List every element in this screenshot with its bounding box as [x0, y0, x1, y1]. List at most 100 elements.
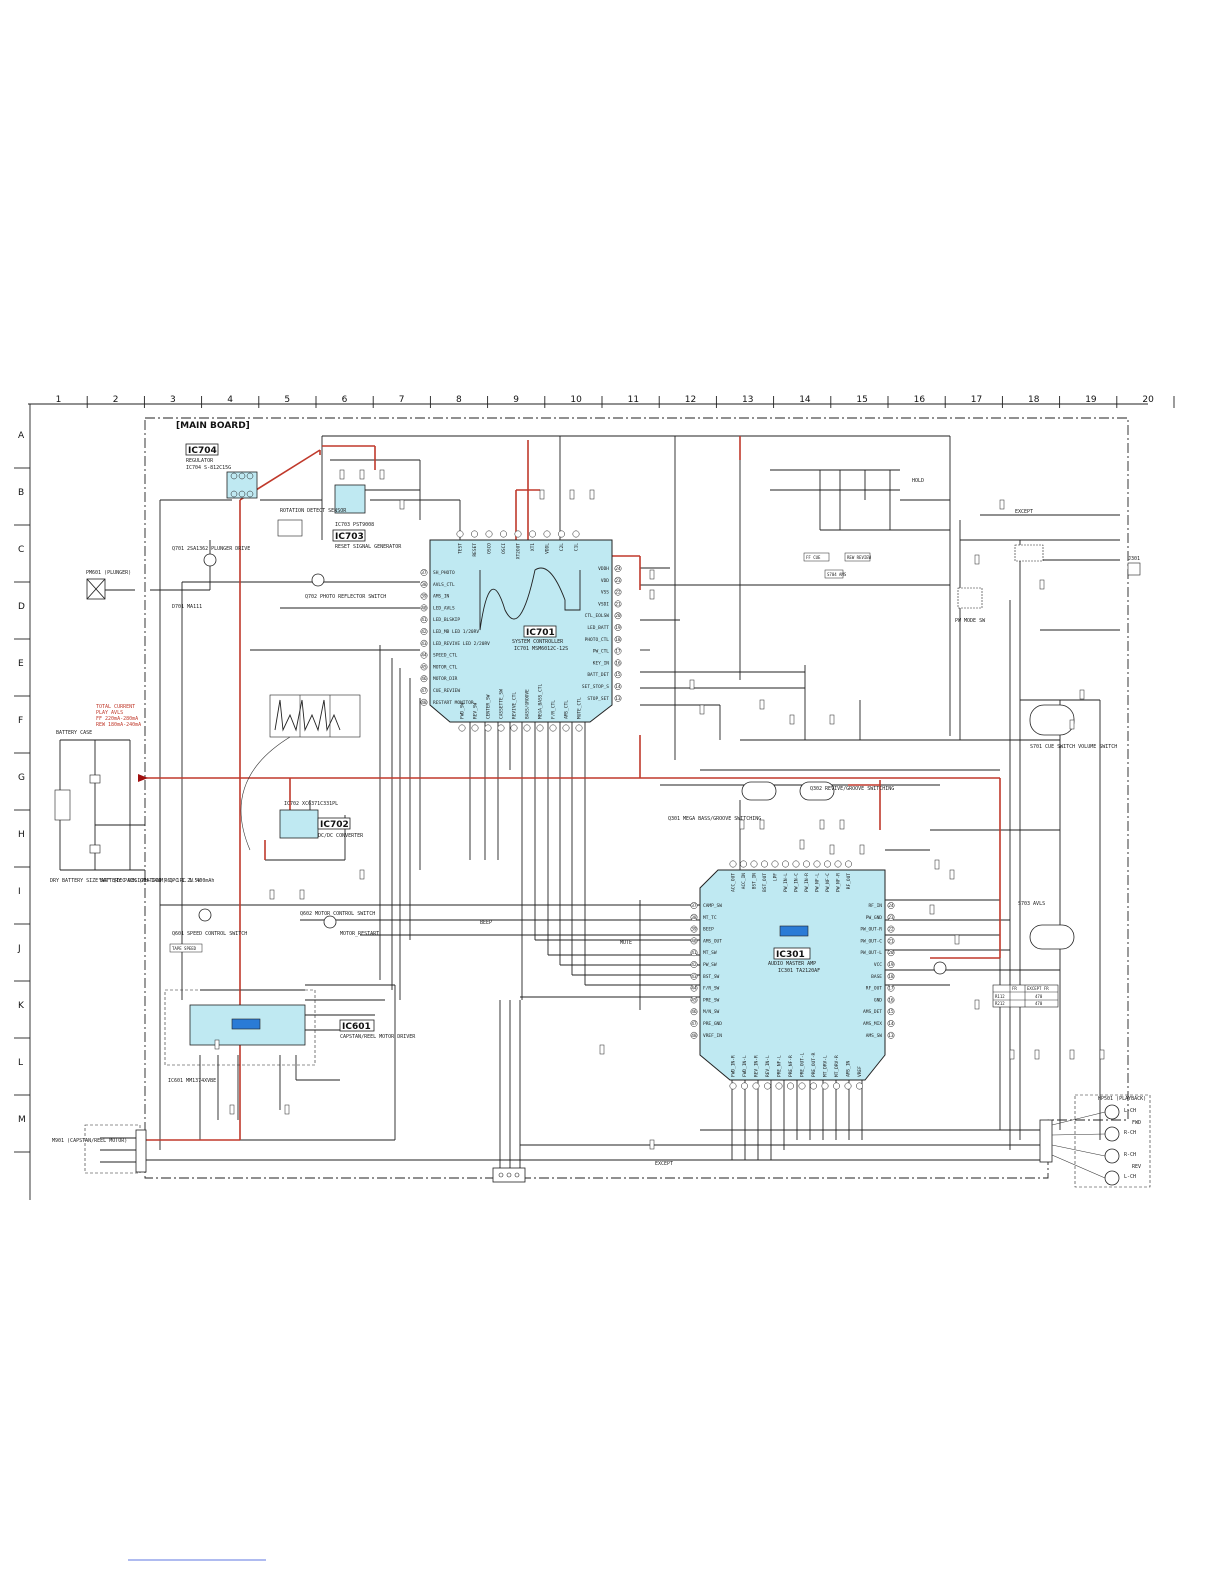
pin-label: STOP_SET	[587, 696, 609, 702]
pin-label: RF_OUT	[866, 986, 883, 992]
pin-label: PW_NF-C	[825, 873, 831, 892]
resistor	[1099, 1049, 1105, 1060]
pin-label: PW_IN-R	[804, 873, 810, 892]
table-r112: R112	[995, 994, 1005, 999]
pin-circle	[887, 996, 895, 1004]
pin-circle	[614, 694, 622, 702]
q702-label: Q702 PHOTO REFLECTOR SWITCH	[305, 594, 386, 600]
resistor	[929, 904, 935, 915]
pin-circle	[824, 860, 831, 868]
pin-circle	[614, 612, 622, 620]
resistor	[974, 999, 980, 1010]
resistor	[1069, 1049, 1075, 1060]
pin-circle	[614, 671, 622, 679]
pin-circle	[471, 530, 478, 538]
pin-circle	[572, 530, 580, 538]
ic601-name: IC601	[342, 1022, 371, 1032]
pin-number: 37	[421, 570, 427, 576]
pin-circle	[750, 860, 758, 868]
headphone-block: HP501 (PLAYBACK) L-CH FWD R-CH R-CH REV …	[1039, 556, 1151, 1188]
battery-case-label: BATTERY CASE	[56, 730, 92, 736]
pin-circle	[614, 683, 622, 690]
pin-number: 40	[421, 605, 427, 611]
pin-number: 14	[888, 1021, 894, 1027]
total-current: TOTAL CURRENT	[96, 704, 135, 710]
pin-circle	[729, 860, 737, 868]
total-current-note: TOTAL CURRENT PLAY AVLS FF 220mA-280mA R…	[96, 704, 141, 728]
motor-label: M901 (CAPSTAN/REEL MOTOR)	[52, 1138, 127, 1144]
resistor	[589, 489, 595, 500]
ic703: IC703 RESET SIGNAL GENERATOR IC703 PST90…	[332, 484, 402, 550]
plunger: PM601 (PLUNGER)	[86, 570, 131, 600]
pin-number: 43	[691, 974, 697, 980]
pin-circle	[690, 925, 698, 933]
q702-transistor	[311, 573, 325, 587]
ic702-name: IC702	[320, 820, 349, 830]
ic702-part: IC702 XC6371C331PL	[284, 801, 338, 807]
column-label: 4	[227, 395, 233, 405]
pin-circle	[798, 1082, 806, 1090]
ic701: IC701 SYSTEM CONTROLLER IC701 MSM6012C-1…	[420, 530, 622, 732]
pin-label: LPF	[773, 873, 779, 881]
pin-number: 19	[615, 625, 621, 631]
column-label: 15	[856, 395, 867, 405]
pin-label: VDDL	[545, 543, 551, 554]
pin-number: 37	[691, 903, 697, 909]
pin-circle	[690, 1008, 698, 1016]
pin-label: XT1	[530, 543, 536, 551]
resistor	[359, 869, 365, 880]
pin-label: ACC_OUT	[731, 873, 737, 892]
pin-number: 48	[421, 700, 427, 706]
resistor	[999, 499, 1005, 510]
resistor	[1039, 579, 1045, 590]
pin-number: 18	[888, 974, 894, 980]
row-label: A	[18, 431, 25, 441]
headphone-jack	[1127, 562, 1141, 576]
ic601: IC601 CAPSTAN/REEL MOTOR DRIVER IC601 MM…	[164, 989, 416, 1084]
pin-circle	[484, 724, 492, 732]
s703-label: S703 AVLS	[1018, 901, 1045, 907]
pin-circle	[729, 1082, 737, 1090]
pin-label: RF_OUT	[846, 873, 852, 890]
waveform-scope	[240, 694, 361, 851]
resistor	[759, 819, 765, 830]
pin-circle	[614, 588, 622, 596]
pin-label: PW_SW	[703, 962, 717, 968]
column-label: 18	[1028, 395, 1040, 405]
pin-label: REV_SW	[473, 702, 479, 719]
pin-number: 23	[615, 578, 621, 584]
pin-circle	[690, 961, 698, 968]
pw-mode-label: PW MODE SW	[955, 618, 986, 624]
pin-label: F/R_CTL	[551, 700, 557, 719]
pin-circle	[485, 530, 493, 538]
pin-circle	[844, 1082, 852, 1090]
row-label: E	[18, 659, 24, 669]
pin-number: 42	[421, 629, 427, 635]
pin-circle	[420, 639, 428, 647]
pin-circle	[690, 949, 698, 957]
pin-label: FWD_IN-R	[731, 1055, 737, 1077]
pin-number: 46	[421, 676, 427, 682]
pin-number: 17	[888, 986, 894, 992]
pin-number: 42	[691, 962, 697, 968]
pin-label: SET_STOP_S	[582, 684, 609, 690]
pin-circle	[420, 698, 428, 706]
component-labels: Q701 2SA1362 PLUNGER DRIVE D701 MA111 Q7…	[169, 478, 1117, 1167]
table-head-except: EXCEPT FR	[1027, 986, 1049, 991]
pin-label: CTL_EOLSW	[585, 613, 610, 619]
pin-label: MT_DRV-R	[834, 1055, 840, 1077]
pin-circle	[558, 530, 565, 538]
pin-circle	[803, 860, 810, 868]
board-title: [MAIN BOARD]	[176, 421, 250, 431]
q302-label: Q302 REVIVE/GROOVE SWITCHING	[810, 786, 894, 792]
resistor	[829, 714, 835, 725]
pin-number: 21	[888, 938, 894, 944]
pin-label: MUTE_CTL	[577, 697, 583, 719]
pin-circle	[614, 576, 622, 584]
pin-label: PRE_NF-R	[788, 1055, 794, 1077]
pin-circle	[690, 996, 698, 1004]
pin-label: MOTOR_DIR	[433, 676, 458, 682]
pin-label: FWD_IN-L	[742, 1055, 748, 1077]
pin-label: PW_NF-L	[815, 873, 821, 892]
